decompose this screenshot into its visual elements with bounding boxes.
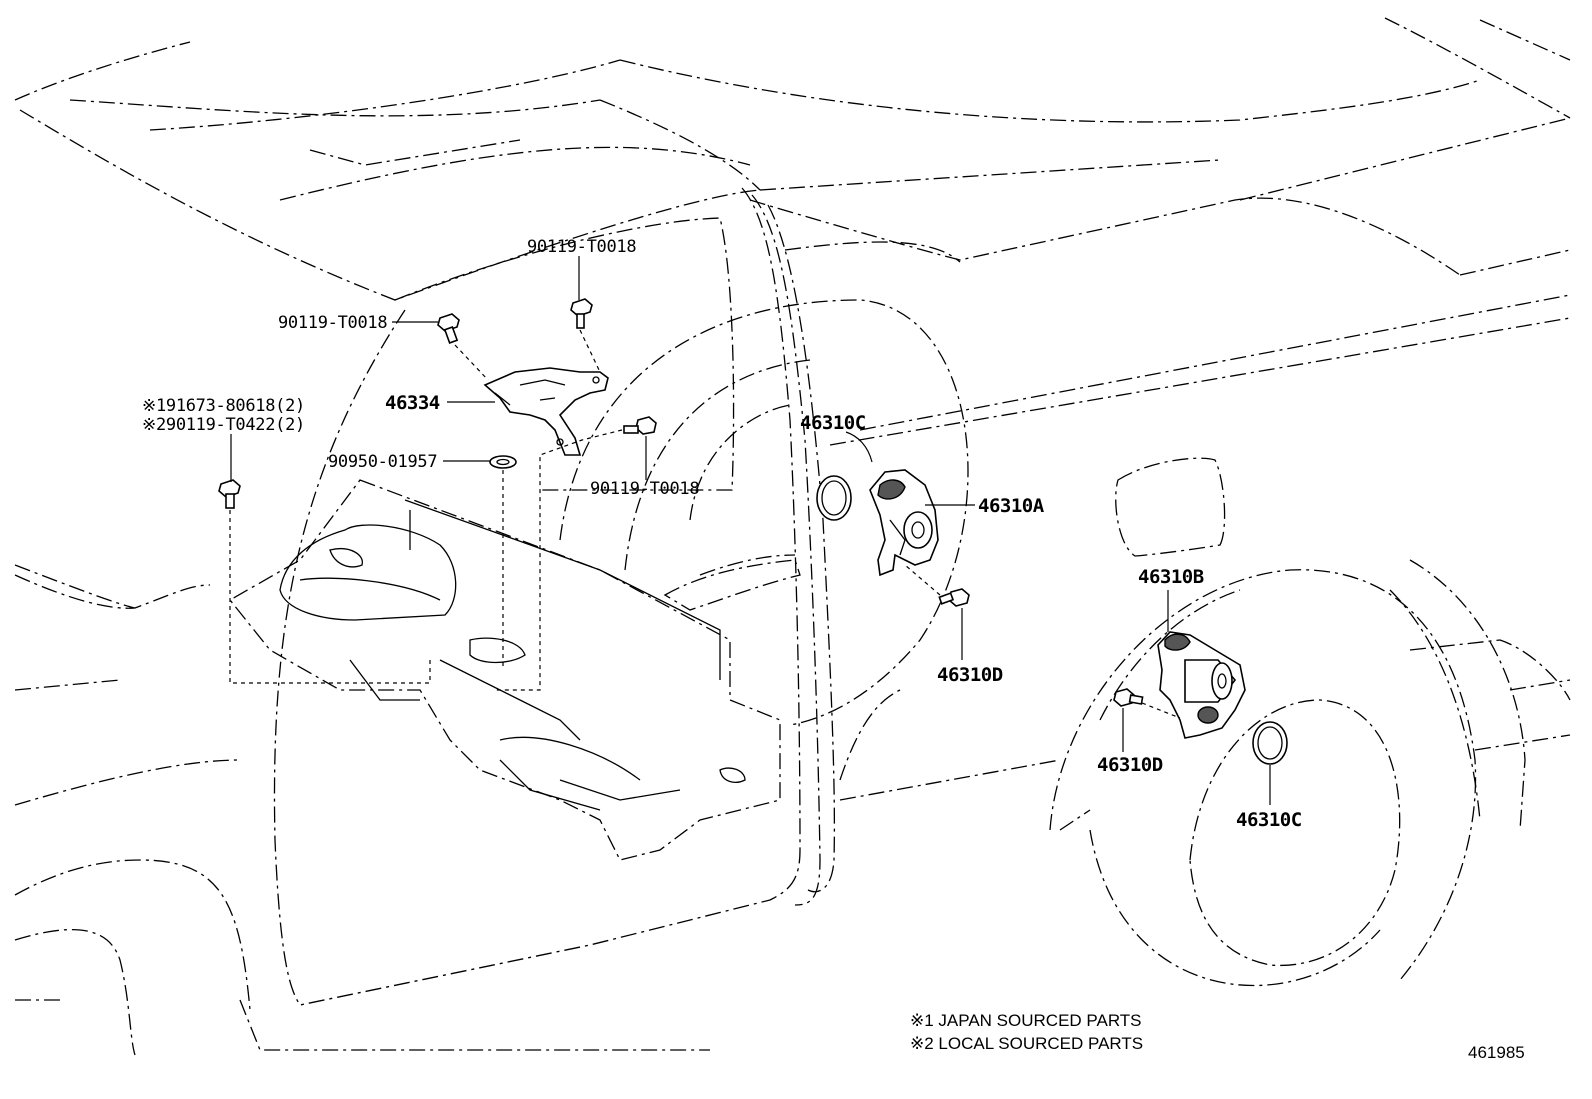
label-actuator-rear: 46310B <box>1138 566 1204 588</box>
actuator-front-part <box>869 469 939 577</box>
bolt-right-part <box>623 416 657 435</box>
bolt-rear-part <box>1113 688 1144 707</box>
label-bolt-note-2: ※290119-T0422(2) <box>142 415 305 435</box>
label-ring-rear: 46310C <box>1236 809 1302 831</box>
label-bolt-top-center: 90119-T0018 <box>527 237 636 257</box>
label-bolt-top-left: 90119-T0018 <box>278 313 387 333</box>
assembly-lines <box>229 329 1181 719</box>
leader-lines <box>230 256 1271 805</box>
label-bolt-rear: 46310D <box>1097 754 1163 776</box>
ring-front-part <box>816 475 852 521</box>
bolt-note-part <box>218 479 241 509</box>
label-grommet: 90950-01957 <box>328 452 437 472</box>
label-bracket: 46334 <box>385 392 440 414</box>
bracket-part <box>483 367 609 456</box>
ring-rear-part <box>1252 721 1288 765</box>
label-actuator-front: 46310A <box>978 495 1045 517</box>
note-local-sourced: ※2 LOCAL SOURCED PARTS <box>910 1034 1143 1053</box>
label-bolt-front: 46310D <box>937 664 1003 686</box>
label-bolt-right: 90119-T0018 <box>590 479 699 499</box>
grommet-part <box>489 455 517 469</box>
notes: ※1 JAPAN SOURCED PARTS ※2 LOCAL SOURCED … <box>910 1011 1525 1062</box>
bolt-front-part <box>938 588 970 607</box>
parts <box>218 298 1288 765</box>
part-labels: 90119-T0018 90119-T0018 46334 ※191673-80… <box>142 237 1302 831</box>
bolt-top-center-part <box>570 298 593 329</box>
vehicle-body-outline <box>14 17 1571 1056</box>
note-japan-sourced: ※1 JAPAN SOURCED PARTS <box>910 1011 1142 1030</box>
floor-pan <box>229 479 781 861</box>
label-ring-front: 46310C <box>800 412 866 434</box>
label-bolt-note-1: ※191673-80618(2) <box>142 396 305 416</box>
actuator-rear-part <box>1157 631 1246 739</box>
bolt-top-left-part <box>437 313 460 344</box>
figure-id: 461985 <box>1468 1043 1525 1062</box>
